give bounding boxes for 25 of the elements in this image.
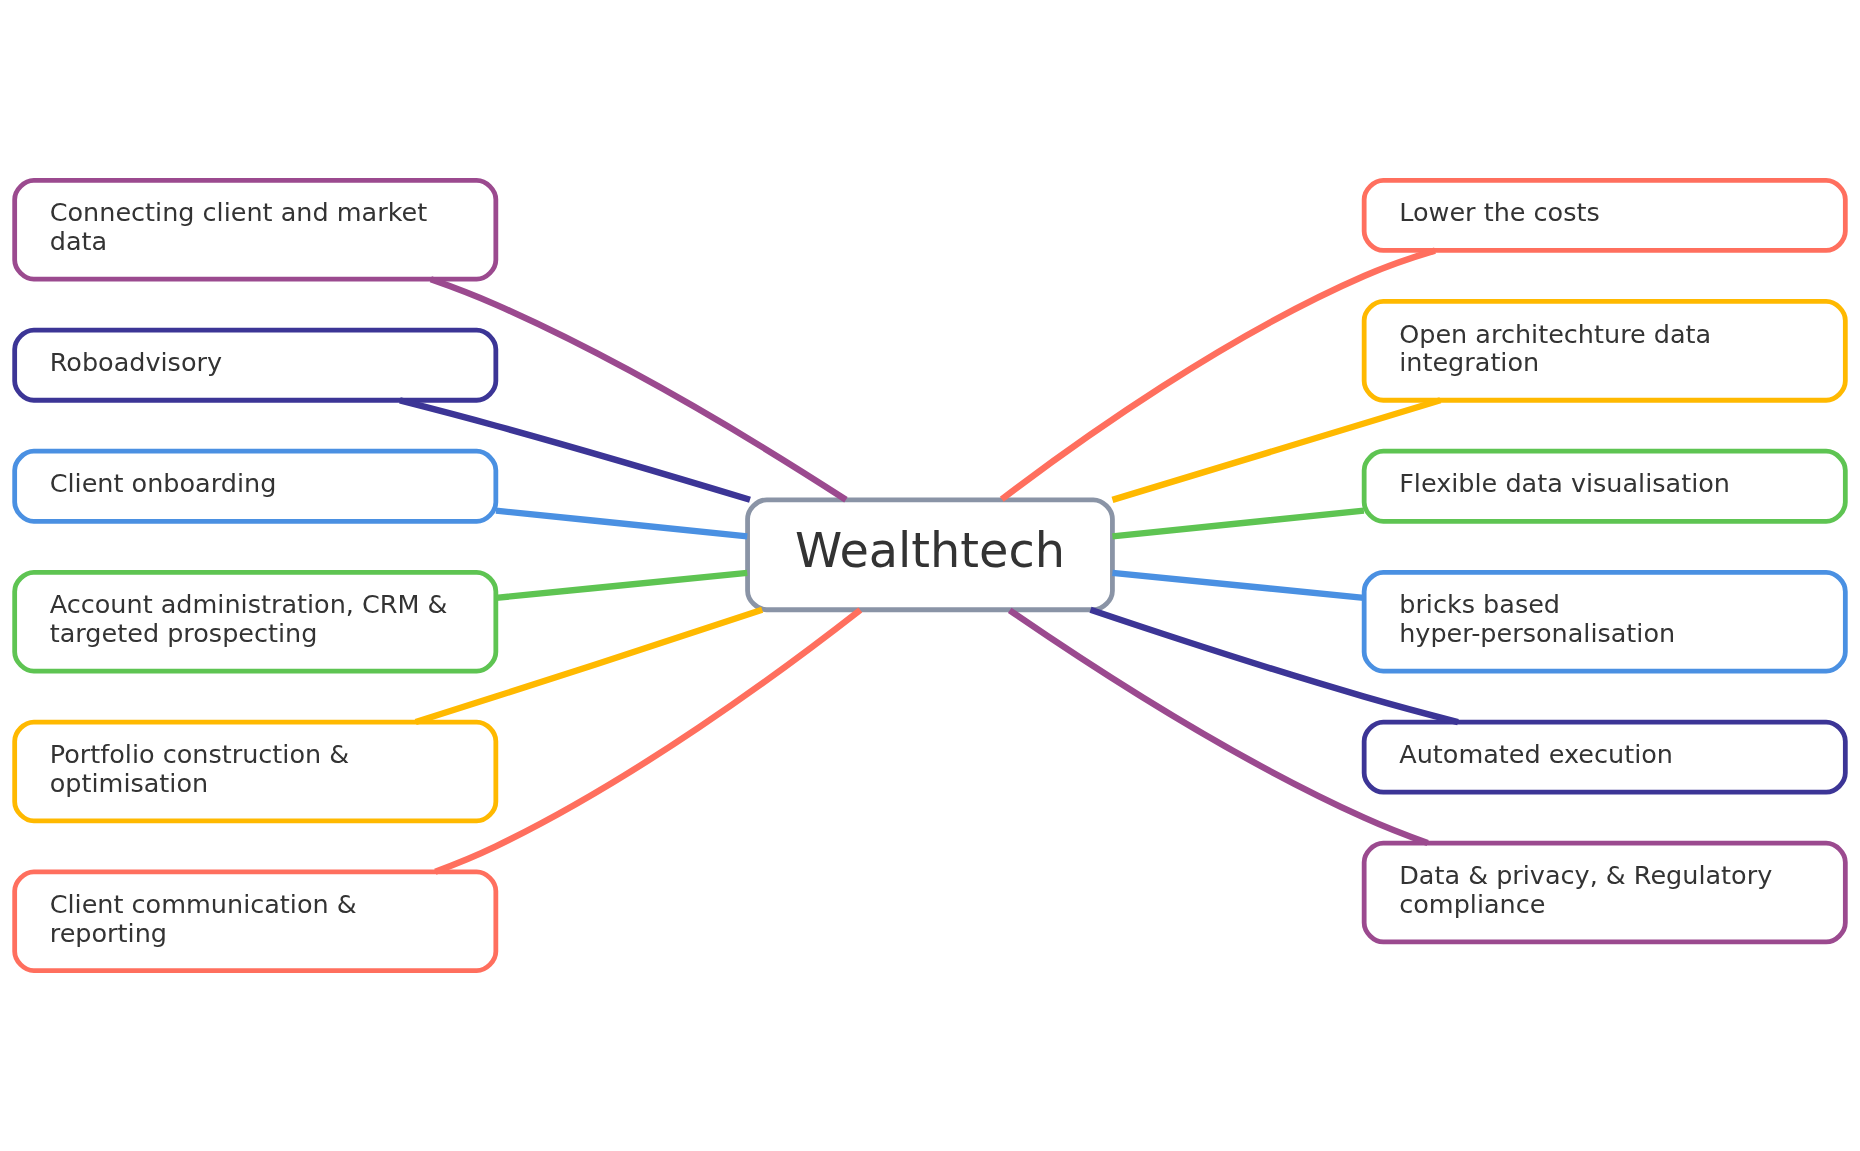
connector [999, 247, 1436, 502]
node-box: Account administration, CRM & targeted prospecting [12, 569, 499, 674]
connector [495, 569, 748, 602]
connector [1089, 606, 1459, 726]
node-box: Client communication & reporting [12, 869, 499, 973]
connector [414, 606, 764, 726]
connector [429, 276, 848, 503]
connector [1007, 607, 1429, 846]
connector [1112, 569, 1365, 602]
node-box: Wealthtech [745, 497, 1115, 613]
connector [399, 397, 751, 503]
node-box: Data & privacy, & Regulatory compliance [1361, 840, 1848, 945]
node-box: Automated execution [1361, 719, 1848, 795]
connector [1112, 507, 1365, 540]
node-box: Roboadvisory [12, 327, 499, 403]
node-box: Open architechture data integration [1361, 299, 1848, 403]
node-box: Flexible data visualisation [1361, 448, 1848, 524]
node-box: Client onboarding [12, 448, 499, 524]
connector [434, 607, 863, 875]
connector [1111, 397, 1442, 503]
node-box: Portfolio construction & optimisation [12, 719, 499, 824]
connector [495, 507, 748, 540]
node-box: bricks based hyper-personalisation [1361, 569, 1848, 674]
node-box: Lower the costs [1361, 178, 1848, 253]
node-box: Connecting client and market data [12, 178, 499, 282]
